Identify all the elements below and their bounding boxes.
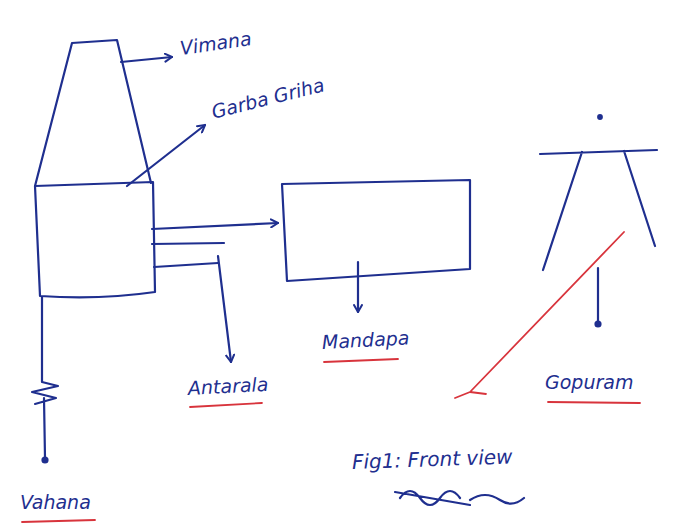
part-label: Gopuram: [545, 372, 633, 393]
mandapa-box: [282, 180, 470, 281]
garbha-griha-box: [35, 182, 155, 297]
dot: [598, 115, 602, 119]
dot: [596, 322, 601, 327]
vahana-line: [32, 297, 58, 458]
leader-line: [121, 57, 172, 62]
scribble: [395, 491, 524, 505]
part-label: Vahana: [20, 492, 91, 513]
antarala-line: [152, 223, 278, 229]
underline: [548, 402, 640, 403]
part-label: Antarala: [187, 373, 268, 398]
part-label: Garba Griha: [209, 74, 326, 122]
underline: [190, 403, 262, 407]
underline: [324, 359, 398, 362]
leader-line: [127, 125, 205, 186]
leader-line: [218, 256, 231, 362]
part-label: Mandapa: [321, 327, 409, 352]
dot: [43, 458, 48, 463]
gopuram-sketch: [540, 150, 657, 270]
leader-line: [357, 262, 359, 312]
antarala-line: [154, 263, 218, 267]
red-marks: [22, 232, 640, 522]
underline: [22, 520, 95, 522]
leader-line: [597, 268, 599, 324]
part-label: Vimana: [179, 28, 253, 59]
antarala-line: [152, 243, 224, 244]
figure-caption: Fig1: Front view: [352, 445, 513, 473]
vimana-tower: [35, 40, 151, 186]
